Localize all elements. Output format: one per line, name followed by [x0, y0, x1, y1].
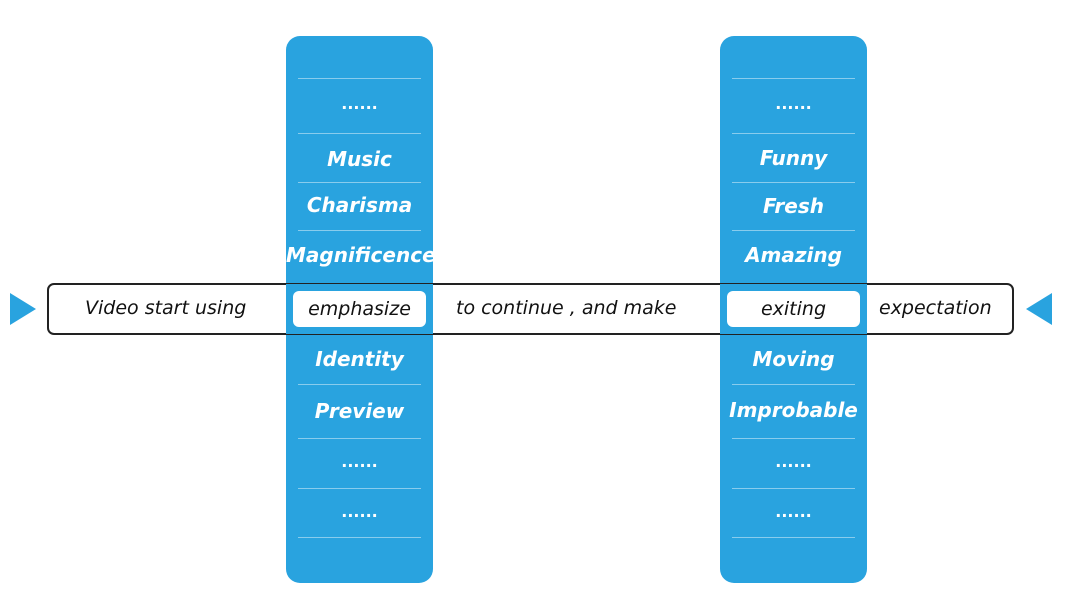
left-word-music: Music	[327, 147, 392, 171]
left-selection-slot: emphasize	[286, 284, 433, 334]
divider	[298, 182, 421, 183]
divider	[732, 537, 855, 538]
divider	[732, 230, 855, 231]
right-word-funny: Funny	[759, 146, 828, 170]
triangle-left-icon	[1026, 293, 1052, 325]
divider	[298, 537, 421, 538]
left-top-dots: ......	[341, 94, 378, 113]
sentence-part-3: expectation	[879, 297, 992, 319]
right-word-fresh: Fresh	[762, 194, 825, 218]
divider	[298, 438, 421, 439]
right-word-amazing: Amazing	[745, 243, 842, 267]
divider	[732, 78, 855, 79]
left-word-magnificence: Magnificence	[286, 243, 433, 267]
left-word-charisma: Charisma	[306, 193, 413, 217]
divider	[732, 182, 855, 183]
divider	[298, 230, 421, 231]
right-bottom-dots-1: ......	[775, 452, 812, 471]
divider	[298, 488, 421, 489]
right-selection-slot: exiting	[720, 284, 867, 334]
left-word-preview: Preview	[314, 399, 405, 423]
triangle-right-icon	[10, 293, 36, 325]
divider	[298, 78, 421, 79]
right-word-improbable: Improbable	[729, 398, 858, 422]
divider	[732, 438, 855, 439]
left-bottom-dots-2: ......	[341, 502, 378, 521]
divider	[732, 384, 855, 385]
divider	[298, 384, 421, 385]
left-word-identity: Identity	[315, 347, 404, 371]
selected-word-exiting: exiting	[727, 291, 860, 327]
left-bottom-dots-1: ......	[341, 452, 378, 471]
right-word-moving: Moving	[752, 347, 835, 371]
right-top-dots: ......	[775, 94, 812, 113]
sentence-part-1: Video start using	[85, 297, 247, 319]
divider	[732, 133, 855, 134]
divider	[732, 488, 855, 489]
divider	[298, 133, 421, 134]
selected-word-emphasize: emphasize	[293, 291, 426, 327]
right-bottom-dots-2: ......	[775, 502, 812, 521]
sentence-part-2: to continue , and make	[456, 297, 677, 319]
